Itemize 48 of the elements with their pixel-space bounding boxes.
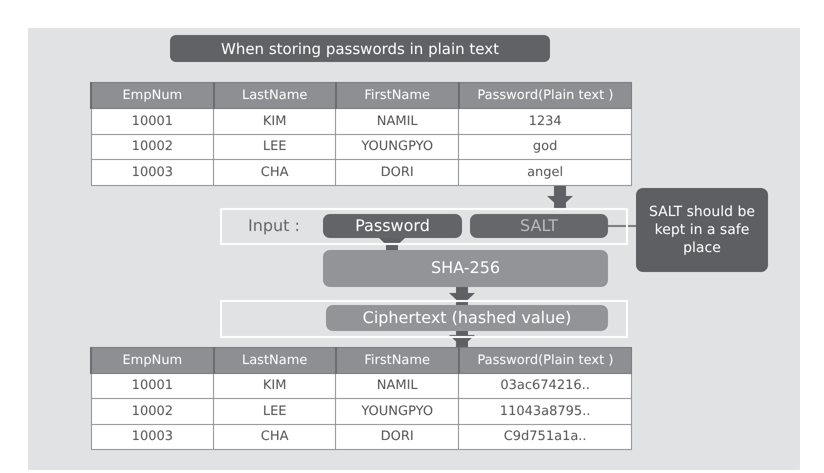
column-header: FirstName xyxy=(336,82,459,108)
title-banner: When storing passwords in plain text xyxy=(170,35,550,62)
table-cell: god xyxy=(458,134,632,160)
table-cell: NAMIL xyxy=(336,373,459,398)
input-label: Input : xyxy=(248,216,300,235)
table-cell: KIM xyxy=(214,108,336,134)
table-cell: 10002 xyxy=(91,398,214,424)
table-cell: angel xyxy=(458,160,632,186)
table-cell: NAMIL xyxy=(336,108,459,134)
table-cell: LEE xyxy=(214,134,336,160)
arrow xyxy=(547,186,573,208)
column-header: LastName xyxy=(214,348,336,373)
table-cell: KIM xyxy=(214,373,336,398)
arrow xyxy=(449,287,475,305)
table-cell: C9d751a1a.. xyxy=(458,424,632,450)
table-cell: 03ac674216.. xyxy=(458,373,632,398)
table-cell: YOUNGPYO xyxy=(336,134,459,160)
output-box: Ciphertext (hashed value) xyxy=(326,305,608,331)
arrow xyxy=(379,238,405,250)
table-cell: DORI xyxy=(336,424,459,450)
note-box: SALT should be kept in a safe place xyxy=(636,188,768,272)
output-frame xyxy=(220,300,628,338)
table-cell: 1234 xyxy=(458,108,632,134)
table-cell: LEE xyxy=(214,398,336,424)
data-table xyxy=(90,82,632,186)
table-cell: 10003 xyxy=(91,160,214,186)
connector-line xyxy=(608,225,636,227)
column-header: LastName xyxy=(214,82,336,108)
column-header: FirstName xyxy=(336,348,459,373)
table-cell: 11043a8795.. xyxy=(458,398,632,424)
process-box: SHA-256 xyxy=(323,250,608,287)
column-header: EmpNum xyxy=(91,348,214,373)
table-cell: DORI xyxy=(336,160,459,186)
table-cell: 10003 xyxy=(91,424,214,450)
input-frame xyxy=(220,208,628,245)
input-box: SALT xyxy=(470,214,608,238)
table-cell: 10001 xyxy=(91,108,214,134)
table-cell: YOUNGPYO xyxy=(336,398,459,424)
arrow xyxy=(449,331,475,347)
input-box: Password xyxy=(323,214,462,238)
column-header: EmpNum xyxy=(91,82,214,108)
table-cell: CHA xyxy=(214,160,336,186)
column-header: Password(Plain text ) xyxy=(458,82,632,108)
table-cell: 10001 xyxy=(91,373,214,398)
table-cell: 10002 xyxy=(91,134,214,160)
table-cell: CHA xyxy=(214,424,336,450)
column-header: Password(Plain text ) xyxy=(458,348,632,373)
data-table xyxy=(90,347,632,450)
